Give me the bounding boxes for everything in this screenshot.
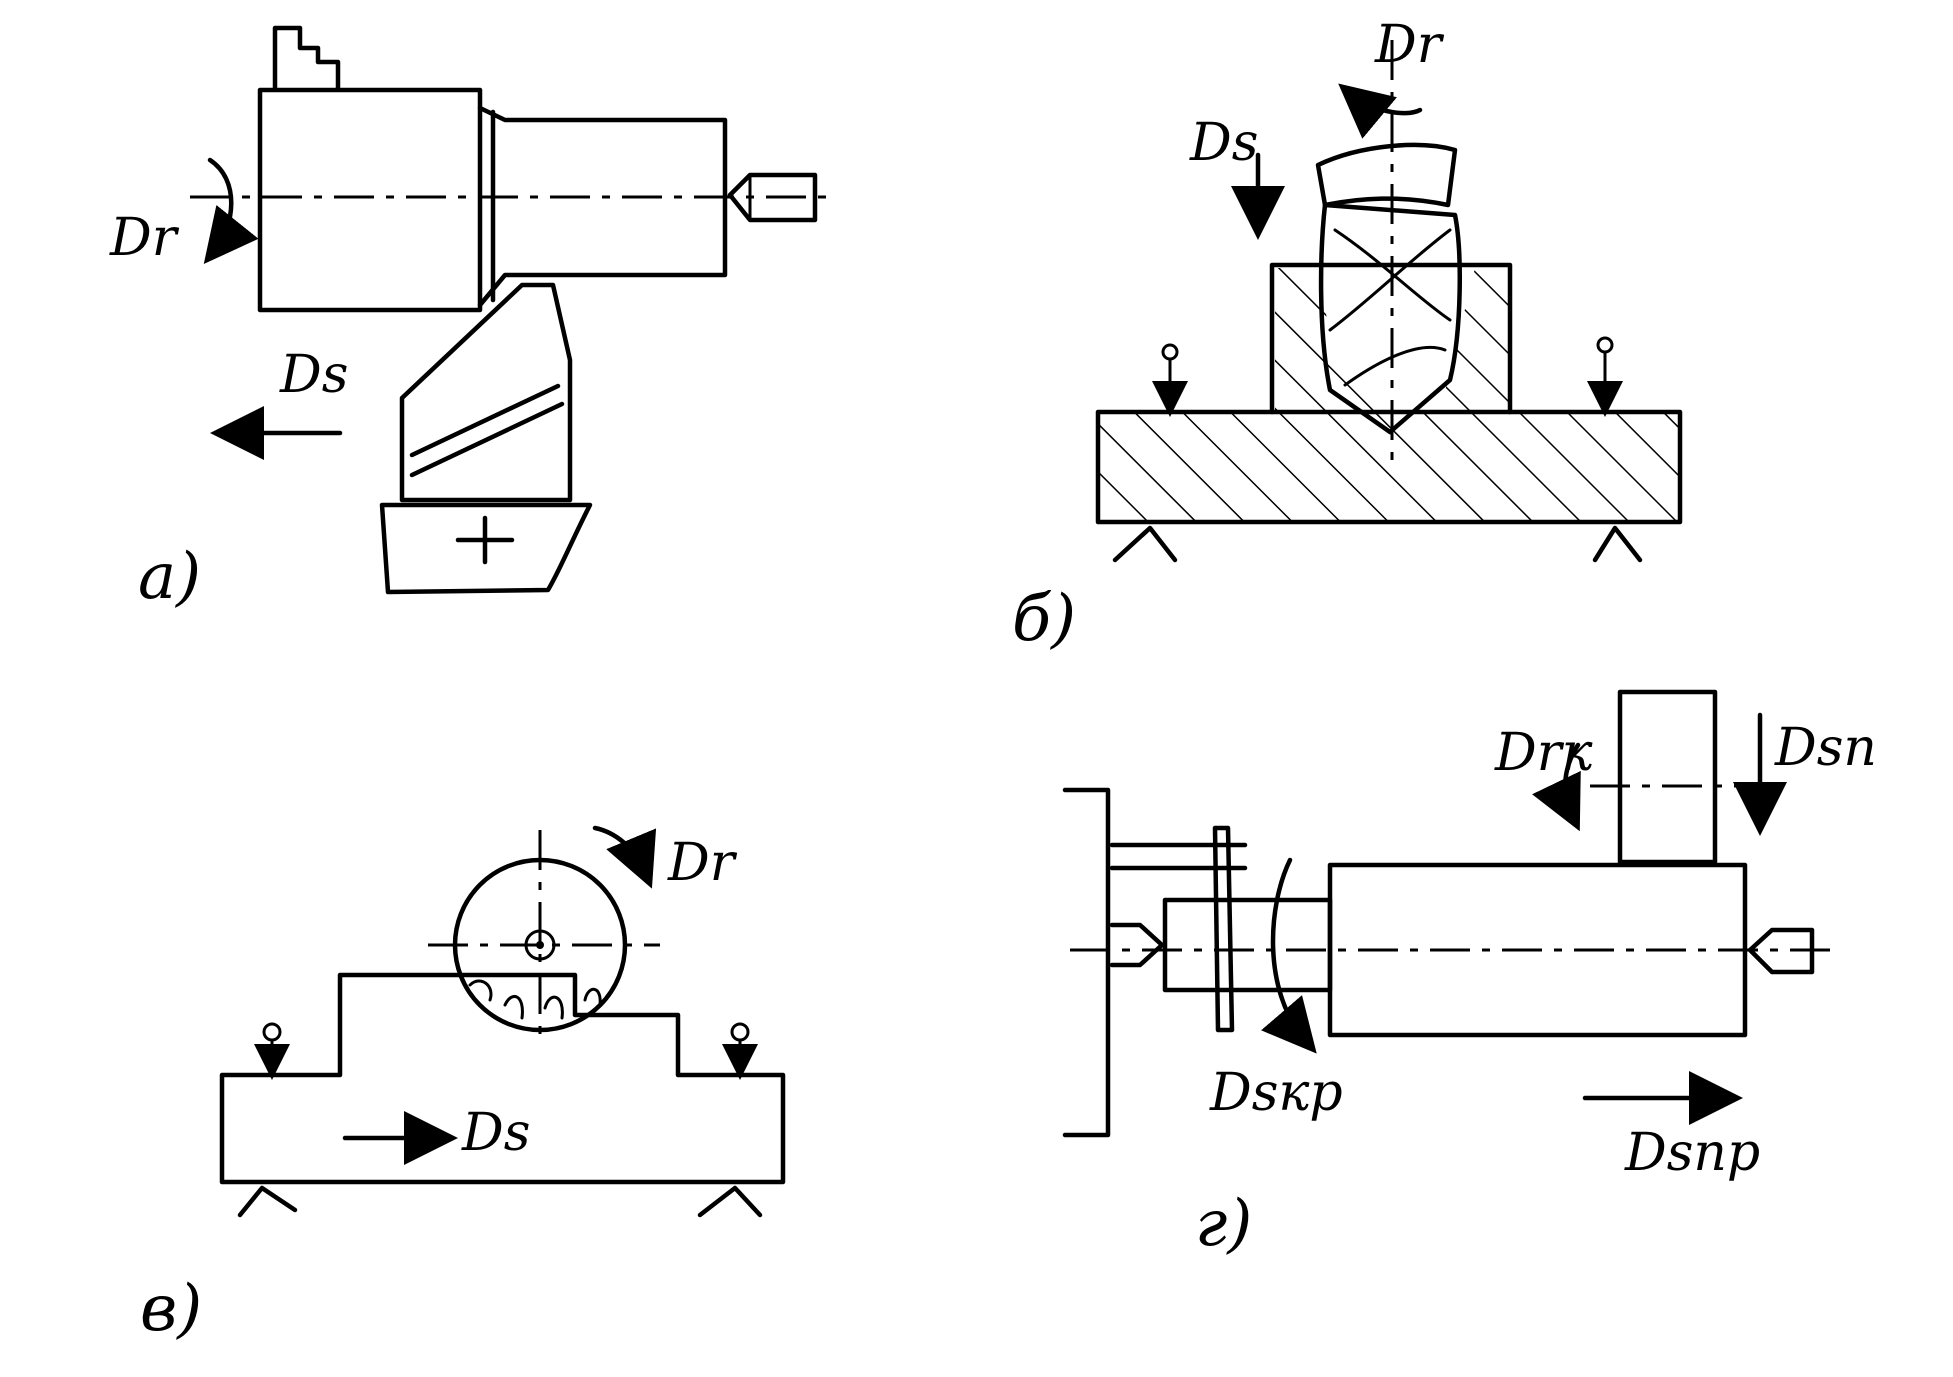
figure-label-a: а)	[138, 540, 201, 614]
clamp-left-head	[1161, 343, 1179, 361]
figure-label-g: г)	[1195, 1187, 1252, 1261]
circular-feed-arrow	[1261, 857, 1317, 1054]
figure-drilling: Dr Ds б)	[1012, 15, 1683, 656]
label-main-motion: Dr	[109, 208, 180, 268]
cutter-tooth-2	[503, 995, 524, 1020]
boss-hatch	[1440, 268, 1510, 412]
chuck-jaw	[272, 25, 341, 91]
base-plate	[1095, 409, 1683, 525]
driver-pin	[1109, 842, 1248, 871]
label-feed-motion: Ds	[279, 345, 348, 405]
grinding-wheel	[1617, 689, 1718, 865]
tailstock-center	[727, 172, 818, 223]
figure-label-b: б)	[1012, 582, 1076, 656]
figure-milling: Dr Ds в)	[140, 825, 786, 1346]
tool-edge-2	[409, 401, 565, 478]
drill-flute-3	[1343, 345, 1447, 387]
clamp-right-head	[1596, 336, 1614, 354]
tool-edge-1	[409, 383, 561, 458]
drill-flute-1	[1333, 228, 1452, 322]
milling-support-right	[697, 1185, 763, 1218]
workpiece-hatch	[1098, 268, 1680, 522]
cutter-tooth-3	[543, 995, 564, 1020]
support-left	[1112, 525, 1178, 563]
milling-clamp-left-head	[262, 1022, 282, 1042]
chuck-body	[257, 87, 483, 313]
tool-holder	[379, 502, 593, 595]
milling-clamp-right-head	[730, 1022, 750, 1042]
figure-turning: Dr Ds а)	[109, 25, 830, 614]
wheel-rotation-arrow	[1532, 742, 1581, 832]
headstock-center	[1109, 922, 1165, 968]
label-milling-main-motion: Dr	[667, 833, 738, 893]
support-right	[1592, 525, 1643, 563]
drill-body	[1318, 202, 1462, 435]
cutter-rotation-arrow	[592, 825, 657, 889]
label-longitudinal-feed: Dsпр	[1624, 1123, 1760, 1183]
milling-support-left	[237, 1185, 298, 1218]
label-drill-feed-motion: Ds	[1189, 113, 1258, 173]
label-wheel-rotation: Drк	[1494, 723, 1594, 783]
work-shaft-small	[1162, 897, 1333, 993]
turning-tool	[399, 282, 573, 503]
rotation-arrow	[203, 157, 259, 265]
cutter-tooth-4	[583, 987, 602, 1007]
cutter-tooth-1	[468, 979, 493, 1002]
drill-rotation-arrow	[1338, 83, 1423, 139]
figure-label-v: в)	[140, 1272, 202, 1346]
label-circular-feed: Dsкр	[1209, 1063, 1343, 1123]
workpiece	[477, 105, 728, 308]
milling-workpiece	[219, 972, 786, 1185]
faceplate	[1062, 787, 1111, 1138]
drill-flute-2	[1328, 228, 1452, 332]
label-milling-feed-motion: Ds	[461, 1103, 530, 1163]
label-drill-main-motion: Dr	[1374, 15, 1445, 75]
driver-dog	[1212, 825, 1235, 1033]
figure-grinding: Dsкр Drк Dsп Dsпр г)	[1062, 689, 1877, 1261]
drill-shank	[1315, 142, 1458, 208]
label-plunge-feed: Dsп	[1774, 718, 1877, 778]
